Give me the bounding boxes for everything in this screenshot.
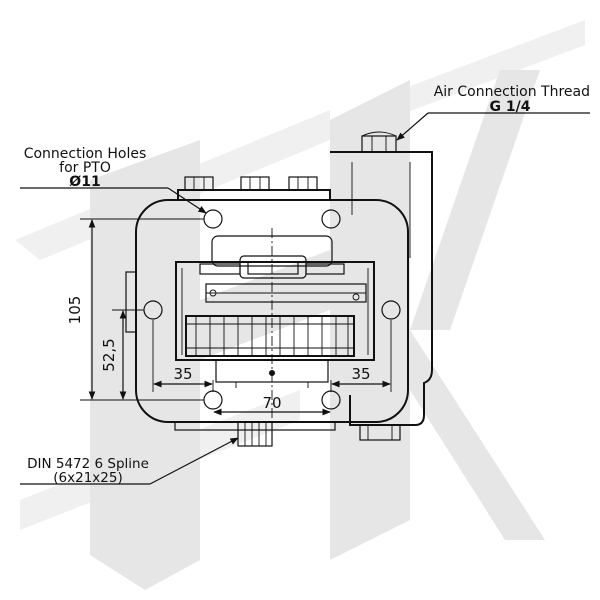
- air-connection-fitting: [361, 131, 397, 153]
- dimension-35-right-label: 35: [351, 365, 370, 383]
- spline-shaft: [237, 421, 273, 447]
- dimension-35-right: [330, 320, 392, 392]
- dimension-35-left: [152, 320, 214, 392]
- dimension-52-5-label: 52,5: [100, 338, 118, 371]
- leader-connection-holes: [20, 187, 207, 214]
- connection-holes-diameter: Ø11: [69, 174, 100, 190]
- connection-holes-line1: Connection Holes: [24, 146, 147, 162]
- air-connection-thread-size: G 1/4: [490, 99, 531, 115]
- leader-air-connection: [396, 112, 590, 141]
- leader-spline: [20, 437, 239, 485]
- connection-holes-line2: for PTO: [59, 160, 111, 176]
- dimension-35-left-label: 35: [173, 365, 192, 383]
- spur-gear: [185, 315, 355, 357]
- air-cylinder-housing: [330, 151, 433, 441]
- dimension-70-label: 70: [262, 394, 281, 412]
- spline-spec-line2: (6x21x25): [53, 470, 122, 486]
- dimension-105: [80, 218, 204, 401]
- air-connection-title: Air Connection Thread: [434, 84, 590, 100]
- dimension-105-label: 105: [66, 296, 84, 325]
- spline-spec-line1: DIN 5472 6 Spline: [27, 456, 149, 472]
- dimension-52-5: [112, 309, 144, 400]
